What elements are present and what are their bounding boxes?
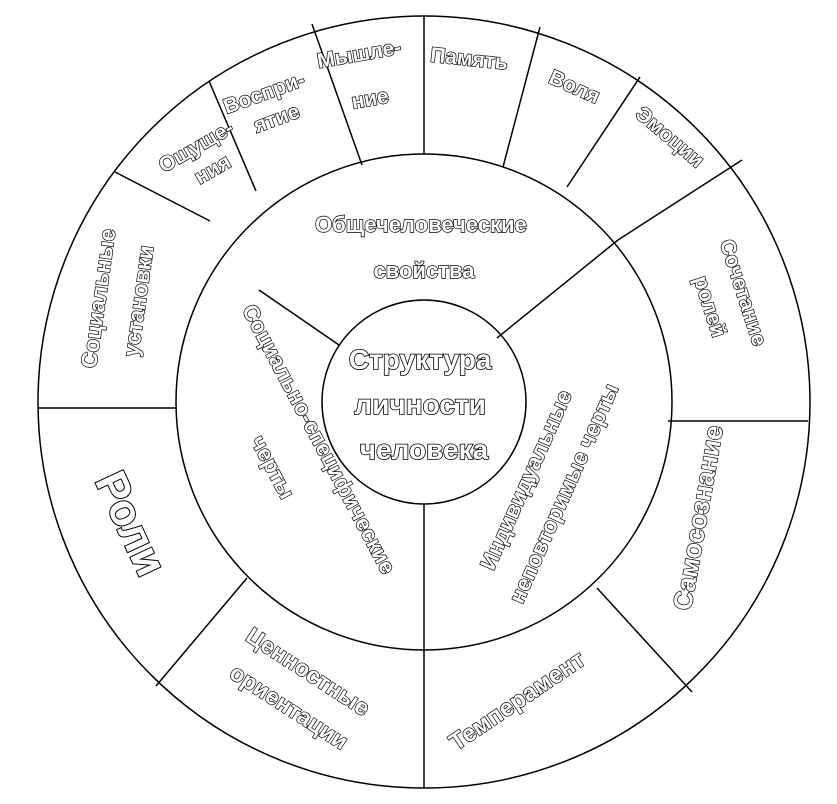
social-attitudes-label: Социальные установки	[76, 221, 161, 375]
roles-combination-label: Сочетание ролей	[681, 237, 773, 366]
will-label: Воля	[545, 66, 603, 109]
value-orientations-label: Ценностные ориентации	[220, 622, 380, 758]
divider-outer-9	[596, 587, 693, 693]
divider-outer-1	[114, 171, 211, 222]
divider-outer-6	[566, 76, 641, 188]
divider-outer-11	[155, 577, 248, 687]
memory-label: Память	[429, 44, 509, 75]
divider-outer-2	[208, 80, 257, 192]
middle-dividers	[258, 239, 619, 650]
roles-label: Роли	[85, 464, 175, 584]
divider-outer-5	[502, 26, 541, 168]
divider-general-social	[258, 289, 340, 346]
general-properties-label: Общечеловеческие свойства	[315, 212, 533, 283]
divider-outer-3	[311, 23, 363, 166]
temperament-label: Темперамент	[445, 646, 591, 757]
divider-outer-7	[617, 159, 743, 241]
divider-general-individual	[496, 239, 619, 339]
outer-dividers	[38, 16, 808, 788]
center-title: Структура личности человека	[349, 344, 499, 465]
emotions-label: Эмоции	[631, 102, 708, 172]
self-awareness-label: Самосознание	[667, 423, 729, 613]
